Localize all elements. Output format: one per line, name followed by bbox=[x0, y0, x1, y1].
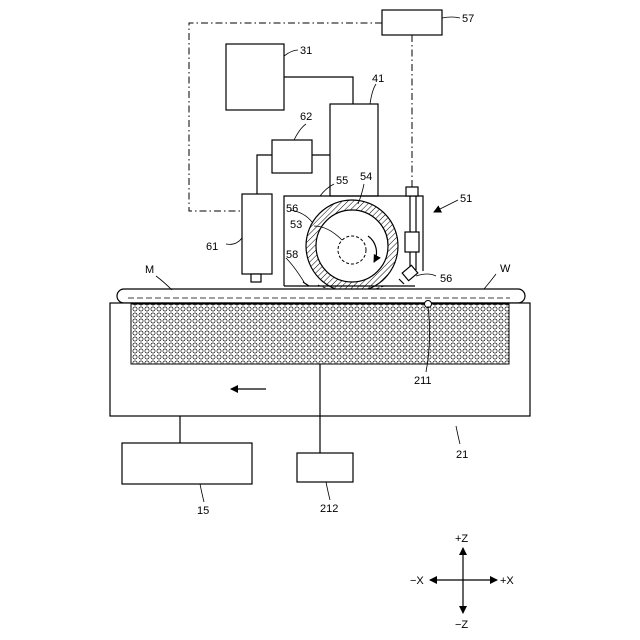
axes-indicator bbox=[430, 548, 497, 613]
label-57: 57 bbox=[462, 13, 474, 25]
axis-label-minus-x: −X bbox=[410, 575, 424, 587]
sensor-stem bbox=[410, 196, 416, 232]
label-55: 55 bbox=[336, 175, 348, 187]
axis-label-plus-x: +X bbox=[500, 575, 514, 587]
workpiece-w bbox=[117, 289, 525, 303]
label-21: 21 bbox=[456, 449, 468, 461]
label-212: 212 bbox=[320, 503, 338, 515]
label-w: W bbox=[500, 263, 511, 275]
label-m: M bbox=[145, 264, 154, 276]
sensor-body bbox=[405, 232, 419, 252]
label-53: 53 bbox=[290, 219, 302, 231]
box-31 bbox=[226, 44, 284, 110]
box-212 bbox=[297, 453, 353, 482]
porous-chuck bbox=[131, 304, 509, 364]
wheel-54-inner bbox=[316, 210, 388, 282]
nozzle-56-lower bbox=[399, 265, 418, 284]
label-54: 54 bbox=[360, 171, 372, 183]
sensor-top bbox=[406, 187, 418, 196]
label-61: 61 bbox=[206, 241, 218, 253]
box-15 bbox=[122, 443, 252, 484]
label-56-upper: 56 bbox=[286, 203, 298, 215]
nozzle-61 bbox=[242, 194, 272, 274]
label-51: 51 bbox=[460, 193, 472, 205]
label-62: 62 bbox=[300, 111, 312, 123]
arrow-to-51 bbox=[434, 200, 458, 212]
controller-57 bbox=[382, 10, 442, 35]
label-56-lower: 56 bbox=[440, 273, 452, 285]
connector-31-41 bbox=[284, 77, 353, 104]
box-62 bbox=[272, 140, 312, 173]
label-211: 211 bbox=[414, 375, 432, 387]
label-41: 41 bbox=[372, 73, 384, 85]
label-58: 58 bbox=[286, 249, 298, 261]
label-31: 31 bbox=[300, 45, 312, 57]
connector-62-61 bbox=[257, 155, 272, 194]
label-15: 15 bbox=[197, 505, 209, 517]
nozzle-61-tip bbox=[251, 274, 261, 282]
axis-label-minus-z: −Z bbox=[455, 619, 468, 631]
axis-label-plus-z: +Z bbox=[455, 533, 468, 545]
